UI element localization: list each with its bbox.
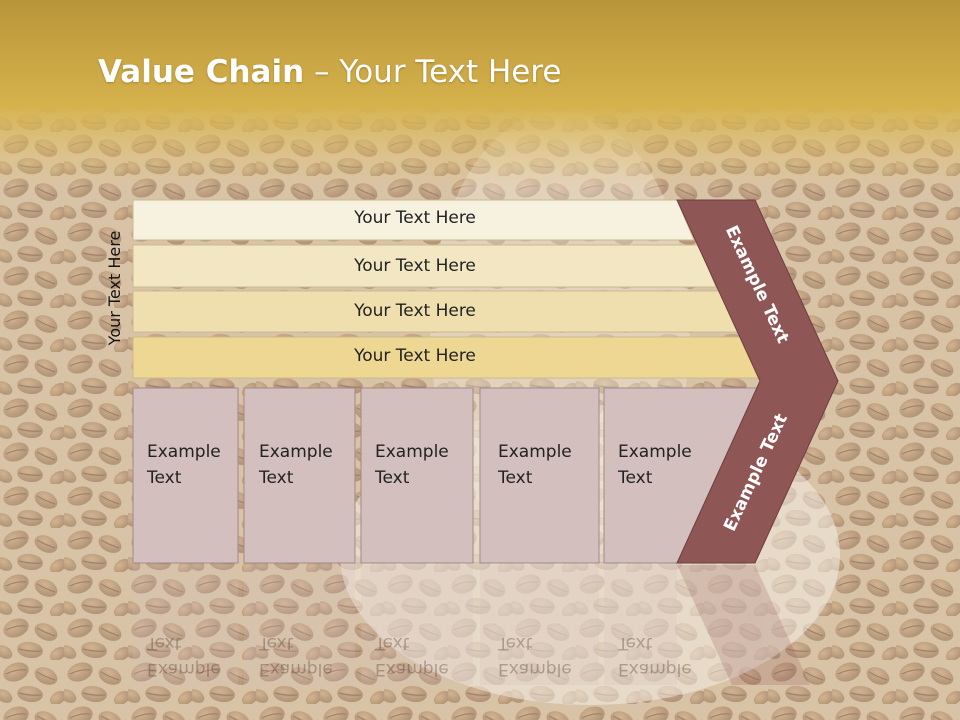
activity-box-2 [243,387,356,564]
activity-box-1 [132,387,239,564]
support-band-label: Your Text Here [354,301,476,321]
support-band-label: Your Text Here [354,346,476,366]
title-bold: Value Chain [98,54,305,90]
support-band-1 [132,199,695,241]
activity-box-3 [360,387,474,564]
activity-box-4 [479,387,600,564]
margin-chevron [676,199,839,564]
diagram-reflection [133,565,810,685]
support-band-label: Your Text Here [354,208,476,228]
support-band-label: Your Text Here [354,256,476,276]
title-rest: – Your Text Here [304,54,562,90]
support-band-2 [132,244,717,288]
slide-title: Value Chain – Your Text Here [98,54,561,90]
